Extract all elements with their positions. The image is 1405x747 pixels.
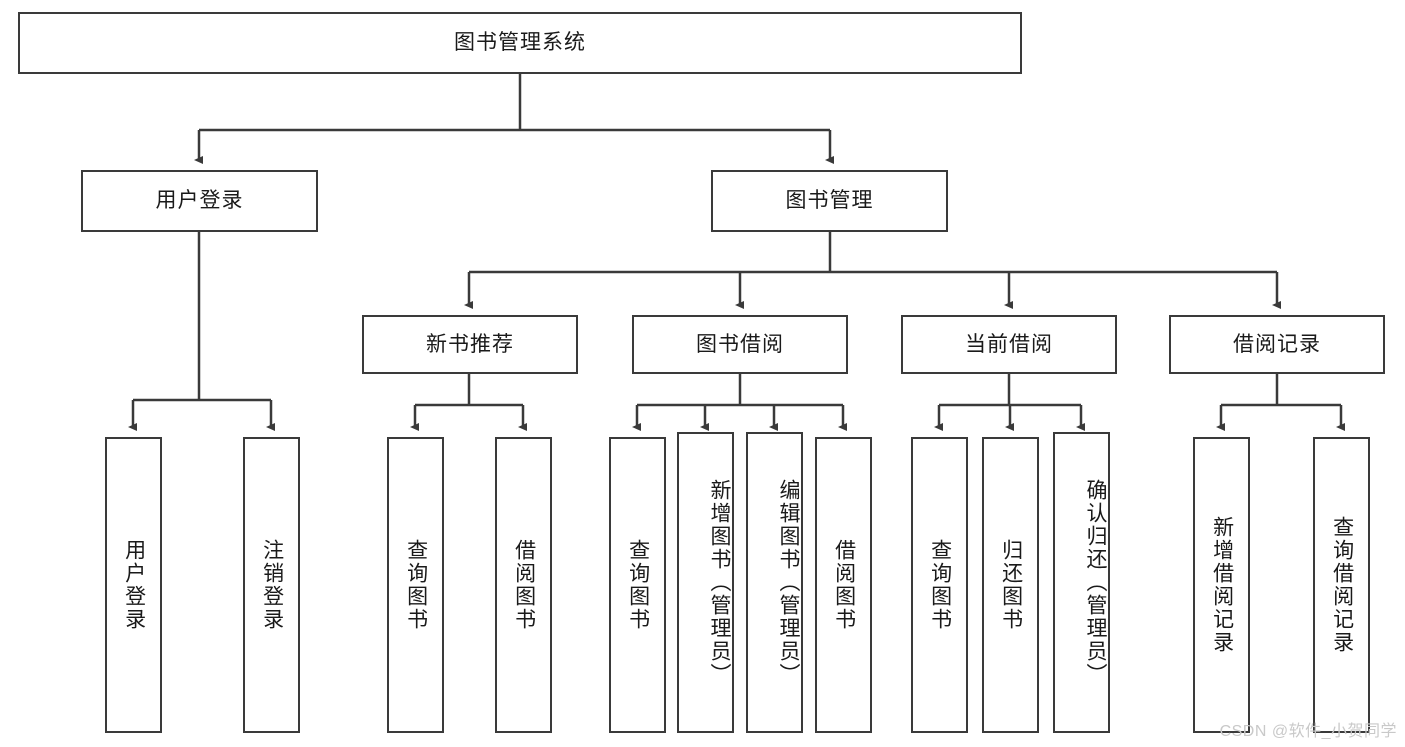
node-leaf-logout[interactable]: 注销登录 [243, 437, 300, 733]
node-leaf-confirm-return-admin[interactable]: 确认归还（管理员） [1053, 432, 1110, 733]
node-label: 新书推荐 [426, 332, 514, 356]
node-leaf-borrow-book-recommend[interactable]: 借阅图书 [495, 437, 552, 733]
node-label: 借阅图书 [512, 539, 536, 631]
node-label: 注销登录 [260, 539, 284, 631]
node-label: 新增图书（管理员） [708, 479, 731, 686]
node-leaf-return-book[interactable]: 归还图书 [982, 437, 1039, 733]
node-leaf-query-book-current[interactable]: 查询图书 [911, 437, 968, 733]
node-label: 借阅图书 [832, 539, 856, 631]
node-book-borrow[interactable]: 图书借阅 [632, 315, 848, 374]
node-new-book-recommend[interactable]: 新书推荐 [362, 315, 578, 374]
node-label: 借阅记录 [1233, 332, 1321, 356]
node-label: 查询借阅记录 [1330, 516, 1354, 654]
node-label: 查询图书 [404, 539, 428, 631]
node-label: 图书借阅 [696, 332, 784, 356]
node-label: 查询图书 [626, 539, 650, 631]
node-current-borrow[interactable]: 当前借阅 [901, 315, 1117, 374]
node-leaf-borrow-book[interactable]: 借阅图书 [815, 437, 872, 733]
node-book-management[interactable]: 图书管理 [711, 170, 948, 232]
node-leaf-add-borrow-record[interactable]: 新增借阅记录 [1193, 437, 1250, 733]
node-label: 确认归还（管理员） [1084, 479, 1107, 686]
node-leaf-query-book-recommend[interactable]: 查询图书 [387, 437, 444, 733]
node-label: 用户登录 [155, 189, 244, 213]
node-label: 当前借阅 [965, 332, 1053, 356]
node-leaf-query-book-borrow[interactable]: 查询图书 [609, 437, 666, 733]
node-label: 编辑图书（管理员） [777, 479, 800, 686]
node-leaf-edit-book-admin[interactable]: 编辑图书（管理员） [746, 432, 803, 733]
node-borrow-record[interactable]: 借阅记录 [1169, 315, 1385, 374]
node-label: 图书管理系统 [454, 31, 586, 55]
node-root-book-management-system[interactable]: 图书管理系统 [18, 12, 1022, 74]
node-label: 归还图书 [999, 539, 1023, 631]
node-label: 用户登录 [122, 539, 146, 631]
node-leaf-add-book-admin[interactable]: 新增图书（管理员） [677, 432, 734, 733]
node-label: 新增借阅记录 [1210, 516, 1234, 654]
node-leaf-user-login[interactable]: 用户登录 [105, 437, 162, 733]
node-user-login[interactable]: 用户登录 [81, 170, 318, 232]
node-leaf-query-borrow-record[interactable]: 查询借阅记录 [1313, 437, 1370, 733]
watermark-text: CSDN @软件_小贺同学 [1219, 723, 1397, 740]
node-label: 查询图书 [928, 539, 952, 631]
node-label: 图书管理 [785, 189, 874, 213]
